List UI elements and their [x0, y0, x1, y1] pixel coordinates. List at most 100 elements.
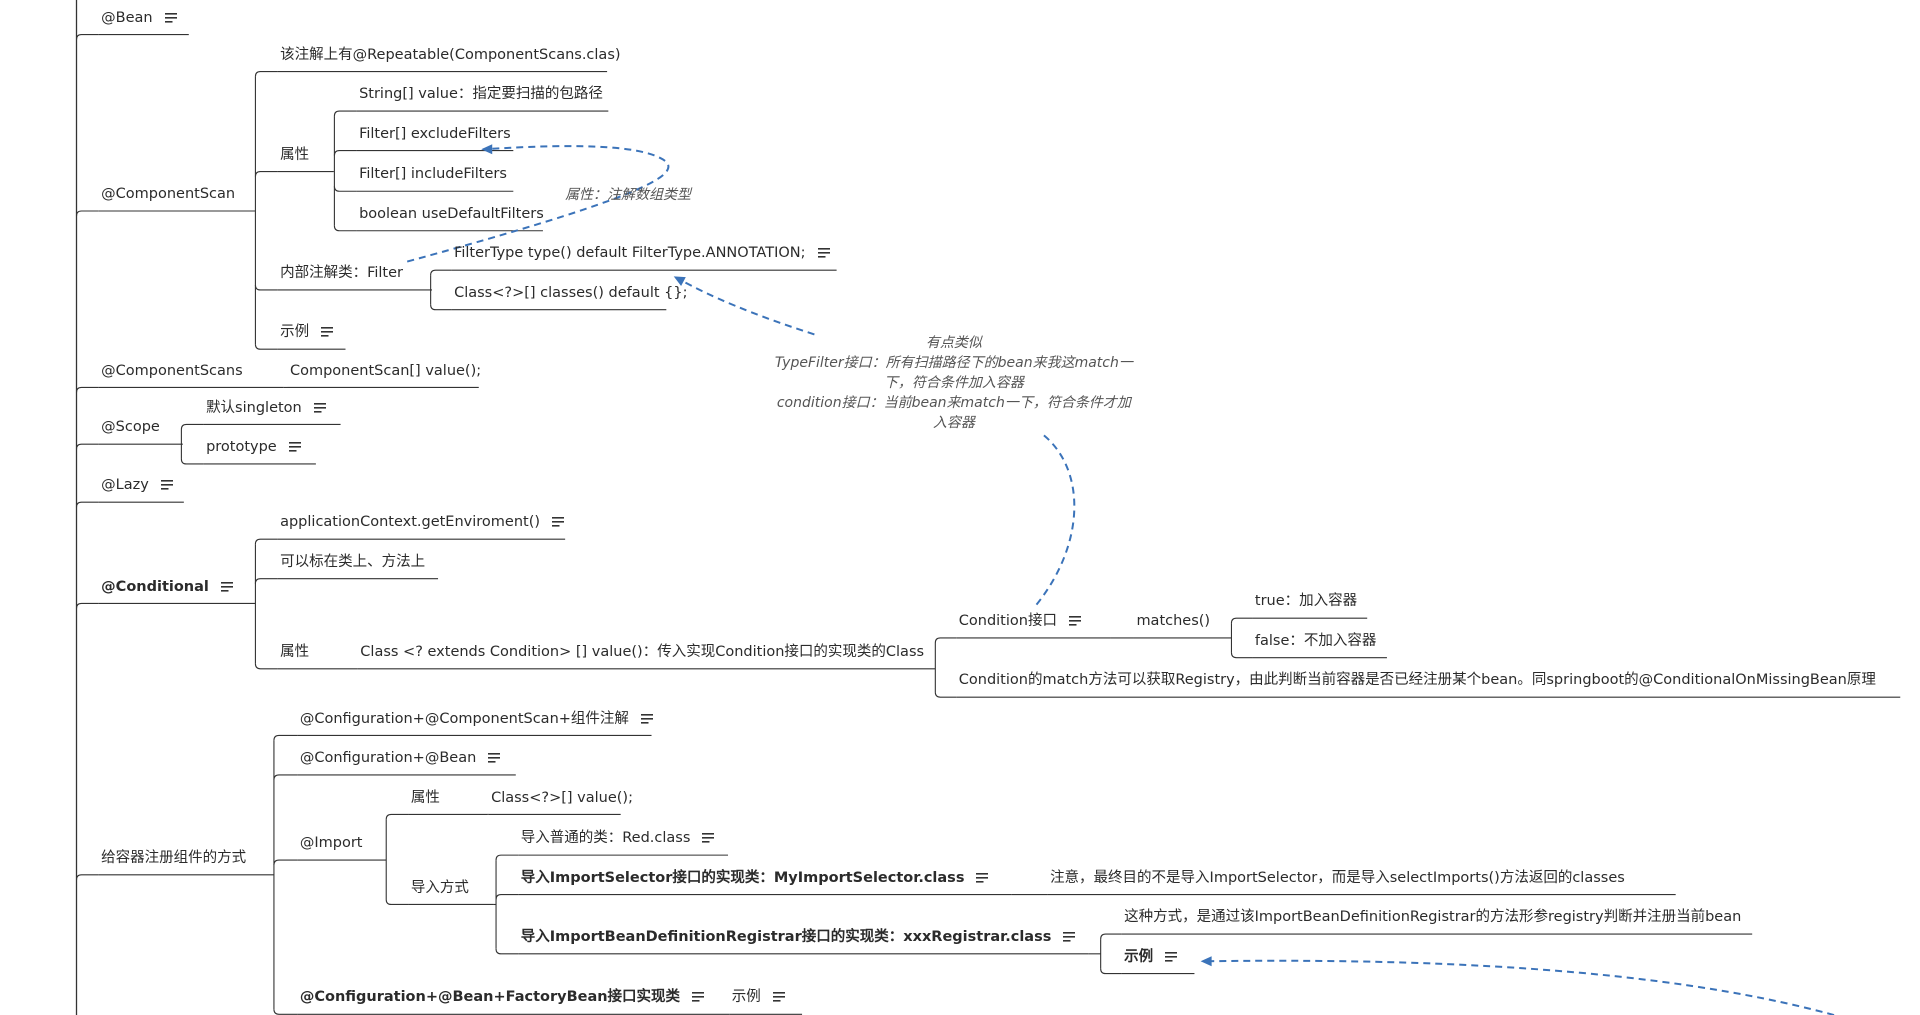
node-label: 示例	[1124, 948, 1154, 965]
node-bean[interactable]: @Bean	[101, 9, 177, 27]
notes-icon[interactable]	[321, 327, 334, 337]
node-scope-singleton[interactable]: 默认singleton	[206, 399, 326, 417]
arrowhead	[481, 144, 493, 155]
notes-icon[interactable]	[220, 581, 233, 592]
node-label: @Import	[299, 835, 363, 852]
node-componentscans-value[interactable]: ComponentScan[] value();	[290, 362, 481, 380]
node-imp-attr[interactable]: 属性	[411, 789, 440, 807]
node-label: 导入方式	[410, 879, 469, 896]
note-line: TypeFilter接口：所有扫描路径下的bean来我这match一	[774, 355, 1133, 372]
node-cond-registry[interactable]: Condition的match方法可以获取Registry，由此判断当前容器是否…	[959, 671, 1876, 689]
node-cond-attr[interactable]: 属性	[280, 643, 309, 661]
note-line: 入容器	[932, 415, 975, 432]
node-label: Filter[] excludeFilters	[359, 125, 511, 142]
connector-line	[254, 170, 278, 177]
node-imp-attr-value[interactable]: Class<?>[] value();	[491, 789, 633, 807]
node-conditional[interactable]: @Conditional	[101, 578, 233, 596]
node-cond-matches[interactable]: matches()	[1136, 612, 1210, 630]
node-label: 默认singleton	[206, 399, 302, 416]
node-label: @ComponentScans	[101, 362, 243, 379]
node-cs-usedefault[interactable]: boolean useDefaultFilters	[359, 205, 544, 223]
node-reg-cfg-scan[interactable]: @Configuration+@ComponentScan+组件注解	[300, 710, 653, 728]
node-label: @Configuration+@Bean+FactoryBean接口实现类	[299, 989, 681, 1006]
node-label: 该注解上有@Repeatable(ComponentScans.clas)	[280, 46, 621, 63]
node-imp-selector[interactable]: 导入ImportSelector接口的实现类：MyImportSelector.…	[521, 869, 989, 887]
node-cs-classes[interactable]: Class<?>[] classes() default {};	[454, 284, 687, 302]
node-label: false：不加入容器	[1254, 632, 1377, 649]
notes-icon[interactable]	[772, 992, 785, 1003]
node-label: true：加入容器	[1254, 593, 1358, 610]
node-scope[interactable]: @Scope	[101, 418, 160, 436]
node-reg-import[interactable]: @Import	[300, 834, 363, 852]
node-label: boolean useDefaultFilters	[359, 205, 544, 222]
node-cs-filtertype[interactable]: FilterType type() default FilterType.ANN…	[454, 244, 830, 262]
node-cs-attr[interactable]: 属性	[280, 146, 309, 164]
connector-line	[934, 692, 957, 698]
connector-line	[934, 637, 957, 643]
node-cond-iface[interactable]: Condition接口	[959, 612, 1081, 630]
notes-icon[interactable]	[976, 872, 989, 883]
notes-icon[interactable]	[702, 833, 715, 843]
relation-dashed	[678, 277, 815, 336]
node-reg-factorybean[interactable]: @Configuration+@Bean+FactoryBean接口实现类	[299, 988, 705, 1006]
connector-line	[180, 423, 204, 430]
node-imp-selector-note[interactable]: 注意，最终目的不是导入ImportSelector，而是导入selectImpo…	[1050, 869, 1625, 887]
connector-line	[430, 269, 452, 276]
connector-line	[495, 894, 519, 900]
node-componentscan[interactable]: @ComponentScan	[101, 185, 235, 203]
note-line: 下，符合条件加入容器	[883, 375, 1024, 392]
notes-icon[interactable]	[692, 992, 705, 1003]
node-imp-registrar-note[interactable]: 这种方式，是通过该ImportBeanDefinitionRegistrar的方…	[1124, 908, 1741, 926]
connector-line	[75, 210, 99, 217]
node-cond-value[interactable]: Class <? extends Condition> [] value()：传…	[360, 643, 924, 661]
node-scope-prototype[interactable]: prototype	[206, 438, 301, 456]
notes-icon[interactable]	[817, 248, 830, 259]
node-label: Condition接口	[958, 613, 1057, 630]
node-componentscans[interactable]: @ComponentScans	[101, 362, 243, 380]
arrowhead	[673, 276, 686, 286]
notes-icon[interactable]	[640, 713, 653, 724]
node-label: applicationContext.getEnviroment()	[280, 514, 541, 531]
relation-dashed	[406, 145, 670, 263]
note-line: 属性：注解数组类型	[565, 187, 692, 204]
connector-line	[180, 458, 204, 465]
node-label: prototype	[206, 439, 277, 456]
notes-icon[interactable]	[288, 442, 301, 452]
node-cond-true[interactable]: true：加入容器	[1255, 592, 1357, 610]
node-imp-ways[interactable]: 导入方式	[411, 879, 469, 897]
node-cs-include[interactable]: Filter[] includeFilters	[359, 165, 507, 183]
node-register[interactable]: 给容器注册组件的方式	[101, 849, 246, 867]
notes-icon[interactable]	[164, 12, 177, 23]
notes-icon[interactable]	[1068, 616, 1081, 626]
node-imp-registrar[interactable]: 导入ImportBeanDefinitionRegistrar接口的实现类：xx…	[521, 928, 1076, 946]
notes-icon[interactable]	[552, 517, 565, 528]
notes-icon[interactable]	[313, 402, 326, 413]
connector-line	[254, 71, 278, 77]
node-label: FilterType type() default FilterType.ANN…	[454, 245, 806, 262]
node-cs-repeatable[interactable]: 该注解上有@Repeatable(ComponentScans.clas)	[280, 46, 620, 64]
node-cs-inner[interactable]: 内部注解类：Filter	[280, 264, 403, 282]
node-cond-false[interactable]: false：不加入容器	[1255, 632, 1377, 650]
node-imp-registrar-example[interactable]: 示例	[1124, 948, 1178, 966]
node-cs-value[interactable]: String[] value：指定要扫描的包路径	[359, 85, 603, 103]
node-cs-example[interactable]: 示例	[280, 323, 334, 341]
node-reg-factorybean-example[interactable]: 示例	[732, 988, 785, 1006]
floating-note-attr-type[interactable]: 属性：注解数组类型	[565, 185, 691, 205]
notes-icon[interactable]	[160, 480, 173, 490]
node-label: @Configuration+@Bean	[299, 750, 477, 767]
node-cond-where[interactable]: 可以标在类上、方法上	[280, 553, 425, 571]
node-label: 示例	[280, 324, 310, 341]
node-lazy[interactable]: @Lazy	[101, 476, 173, 494]
notes-icon[interactable]	[1063, 932, 1076, 942]
node-reg-cfg-bean[interactable]: @Configuration+@Bean	[299, 749, 501, 767]
node-label: 这种方式，是通过该ImportBeanDefinitionRegistrar的方…	[1124, 909, 1742, 926]
node-label: @ComponentScan	[101, 186, 236, 203]
node-cs-exclude[interactable]: Filter[] excludeFilters	[359, 125, 511, 143]
notes-icon[interactable]	[1165, 951, 1178, 962]
node-label: 属性	[410, 789, 440, 806]
node-imp-plain[interactable]: 导入普通的类：Red.class	[521, 829, 715, 847]
notes-icon[interactable]	[488, 753, 501, 763]
node-cond-env[interactable]: applicationContext.getEnviroment()	[280, 513, 565, 531]
